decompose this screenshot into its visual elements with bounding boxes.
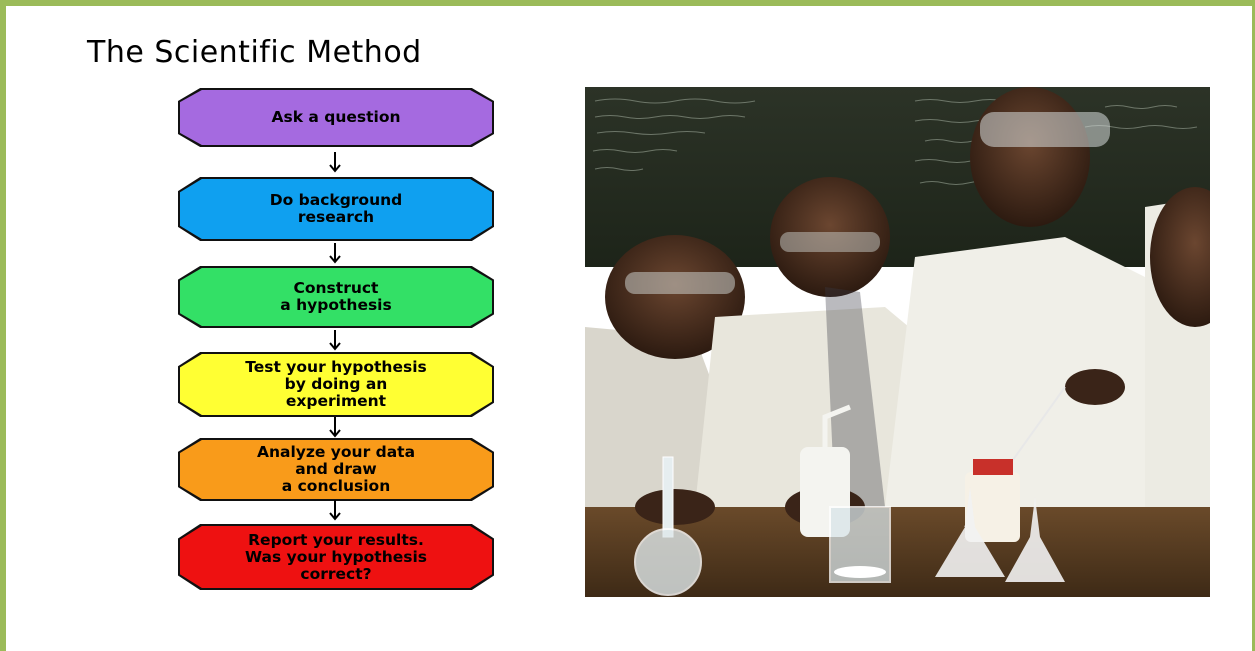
- step-label: Ask a question: [271, 108, 401, 126]
- step-label: Report your results. Was your hypothesis…: [244, 530, 428, 583]
- step-analyze: Analyze your data and draw a conclusion: [178, 438, 494, 501]
- step-label: Test your hypothesis by doing an experim…: [245, 358, 427, 410]
- arrow-down-icon: [329, 417, 341, 438]
- step-experiment: Test your hypothesis by doing an experim…: [178, 352, 494, 417]
- step-report: Report your results. Was your hypothesis…: [178, 524, 494, 590]
- flowchart: Ask a question Do background research Co…: [178, 88, 494, 608]
- step-background-research: Do background research: [178, 177, 494, 241]
- arrow-down-icon: [329, 500, 341, 521]
- arrow-down-icon: [329, 243, 341, 264]
- arrow-down-icon: [329, 330, 341, 351]
- step-label: Do background research: [269, 191, 403, 226]
- slide-title: The Scientific Method: [87, 35, 422, 70]
- arrow-down-icon: [329, 152, 341, 173]
- step-label: Analyze your data and draw a conclusion: [256, 443, 416, 495]
- step-label: Construct a hypothesis: [280, 279, 392, 314]
- step-ask-question: Ask a question: [178, 88, 494, 147]
- step-hypothesis: Construct a hypothesis: [178, 266, 494, 328]
- students-lab-image: [585, 87, 1210, 597]
- lab-photo: [585, 87, 1210, 597]
